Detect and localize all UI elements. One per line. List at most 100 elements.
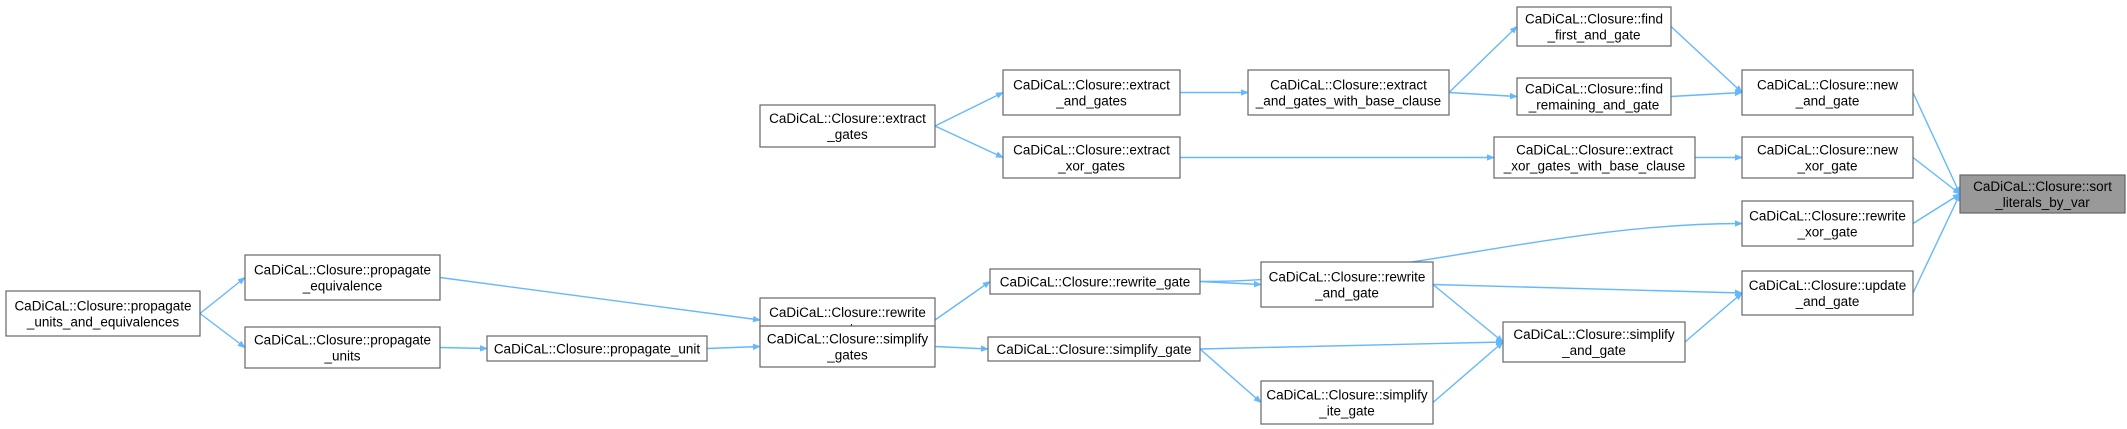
node-box: [1247, 69, 1450, 116]
node-cadical-closure-find-first-and-gate[interactable]: CaDiCaL::Closure::find_first_and_gate: [1516, 6, 1672, 47]
node-label: _gates: [826, 348, 868, 363]
node-cadical-closure-rewrite-and-gate[interactable]: CaDiCaL::Closure::rewrite_and_gate: [1260, 261, 1434, 308]
edge-n15-to-n0: [1912, 194, 1961, 294]
node-cadical-closure-simplify-gate[interactable]: CaDiCaL::Closure::simplify_gate: [987, 336, 1201, 362]
edge-n4-to-n1: [1448, 27, 1517, 94]
edge-n21-to-n15: [1684, 293, 1742, 343]
node-cadical-closure-rewrite-xor-gate[interactable]: CaDiCaL::Closure::rewrite_xor_gate: [1741, 200, 1914, 247]
node-layer: CaDiCaL::Closure::sort_literals_by_varCa…: [5, 6, 2126, 425]
node-label: CaDiCaL::Closure::extract: [769, 111, 926, 126]
node-label: CaDiCaL::Closure::simplify: [1266, 388, 1428, 403]
edge-n17-to-n18: [439, 348, 487, 349]
node-label: _and_gate: [1314, 286, 1379, 301]
node-label: _first_and_gate: [1546, 28, 1640, 43]
node-label: CaDiCaL::Closure::find: [1525, 82, 1663, 97]
edge-n4-to-n5: [1448, 91, 1517, 97]
node-box: [759, 104, 936, 148]
node-box: [987, 336, 1201, 362]
node-cadical-closure-propagate-units-and-equivalences[interactable]: CaDiCaL::Closure::propagate_units_and_eq…: [5, 290, 201, 337]
node-cadical-closure-simplify-ite-gate[interactable]: CaDiCaL::Closure::simplify_ite_gate: [1260, 380, 1434, 425]
edge-layer: [199, 25, 1961, 404]
node-cadical-closure-new-xor-gate[interactable]: CaDiCaL::Closure::new_xor_gate: [1741, 136, 1914, 179]
edge-n19-to-n20: [934, 347, 988, 350]
node-label: _xor_gate: [1796, 159, 1857, 174]
node-label: CaDiCaL::Closure::update: [1749, 278, 1907, 293]
node-label: CaDiCaL::Closure::simplify_gate: [996, 342, 1191, 357]
node-label: CaDiCaL::Closure::propagate_unit: [494, 342, 701, 357]
node-box: [5, 290, 201, 337]
node-cadical-closure-extract-xor-gates[interactable]: CaDiCaL::Closure::extract_xor_gates: [1002, 136, 1181, 179]
node-box: [244, 254, 441, 301]
node-box: [1959, 174, 2126, 214]
node-cadical-closure-propagate-equivalence[interactable]: CaDiCaL::Closure::propagate_equivalence: [244, 254, 441, 301]
node-cadical-closure-rewrite-gate[interactable]: CaDiCaL::Closure::rewrite_gate: [989, 268, 1201, 295]
node-box: [759, 325, 936, 368]
edge-n9-to-n0: [1912, 156, 1960, 195]
node-label: CaDiCaL::Closure::simplify: [767, 332, 929, 347]
edge-n12-to-n13: [934, 280, 990, 321]
node-label: CaDiCaL::Closure::new: [1757, 143, 1898, 158]
node-label: _equivalence: [302, 279, 383, 294]
node-cadical-closure-extract-and-gates-with-base-clause[interactable]: CaDiCaL::Closure::extract_and_gates_with…: [1247, 69, 1450, 116]
node-label: CaDiCaL::Closure::extract: [1013, 143, 1170, 158]
edge-n5-to-n2: [1670, 93, 1742, 98]
node-label: CaDiCaL::Closure::extract: [1516, 143, 1673, 158]
node-cadical-closure-simplify-gates[interactable]: CaDiCaL::Closure::simplify_gates: [759, 325, 936, 368]
edge-n16-to-n11: [199, 278, 245, 315]
node-label: _and_gate: [1561, 343, 1626, 358]
node-label: CaDiCaL::Closure::new: [1757, 78, 1898, 93]
node-label: CaDiCaL::Closure::extract: [1270, 78, 1427, 93]
node-box: [486, 335, 708, 362]
node-box: [1741, 69, 1914, 116]
node-box: [989, 268, 1201, 295]
node-label: _and_gate: [1795, 294, 1860, 309]
node-label: _xor_gates_with_base_clause: [1503, 159, 1686, 174]
node-box: [1002, 136, 1181, 179]
node-label: _remaining_and_gate: [1528, 98, 1660, 113]
node-box: [1260, 261, 1434, 308]
node-label: _units_and_equivalences: [26, 315, 180, 330]
node-label: CaDiCaL::Closure::rewrite: [769, 305, 926, 320]
node-label: _units: [323, 349, 360, 364]
node-cadical-closure-extract-gates[interactable]: CaDiCaL::Closure::extract_gates: [759, 104, 936, 148]
edge-n11-to-n12: [439, 276, 760, 321]
node-cadical-closure-simplify-and-gate[interactable]: CaDiCaL::Closure::simplify_and_gate: [1502, 321, 1686, 363]
node-box: [1741, 136, 1914, 179]
node-label: CaDiCaL::Closure::find: [1525, 12, 1663, 27]
edge-n2-to-n0: [1912, 92, 1961, 195]
node-cadical-closure-find-remaining-and-gate[interactable]: CaDiCaL::Closure::find_remaining_and_gat…: [1516, 77, 1672, 116]
node-cadical-closure-update-and-gate[interactable]: CaDiCaL::Closure::update_and_gate: [1741, 270, 1914, 316]
node-label: _ite_gate: [1318, 404, 1375, 419]
node-cadical-closure-new-and-gate[interactable]: CaDiCaL::Closure::new_and_gate: [1741, 69, 1914, 116]
node-cadical-closure-extract-xor-gates-with-base-clause[interactable]: CaDiCaL::Closure::extract_xor_gates_with…: [1493, 136, 1696, 179]
node-cadical-closure-extract-and-gates[interactable]: CaDiCaL::Closure::extract_and_gates: [1002, 69, 1181, 116]
edge-n22-to-n21: [1432, 342, 1503, 404]
edge-n16-to-n17: [199, 312, 245, 348]
edge-n1-to-n2: [1670, 25, 1742, 93]
edge-n6-to-n3: [934, 91, 1003, 127]
node-box: [1516, 77, 1672, 116]
node-cadical-closure-propagate-unit[interactable]: CaDiCaL::Closure::propagate_unit: [486, 335, 708, 362]
edge-n20-to-n22: [1199, 348, 1261, 403]
edge-n13-to-n14: [1199, 280, 1261, 285]
node-label: CaDiCaL::Closure::propagate: [14, 299, 191, 314]
node-label: _gates: [826, 127, 868, 142]
node-label: _and_gate: [1795, 94, 1860, 109]
node-box: [1502, 321, 1686, 363]
node-box: [1260, 380, 1434, 425]
node-box: [1493, 136, 1696, 179]
node-label: CaDiCaL::Closure::rewrite_gate: [1000, 275, 1191, 290]
node-cadical-closure-propagate-units[interactable]: CaDiCaL::Closure::propagate_units: [244, 326, 441, 369]
node-label: _xor_gate: [1796, 225, 1857, 240]
edge-n10-to-n0: [1912, 193, 1960, 225]
node-label: CaDiCaL::Closure::rewrite: [1269, 270, 1426, 285]
node-label: CaDiCaL::Closure::propagate: [254, 333, 431, 348]
node-label: CaDiCaL::Closure::rewrite: [1749, 209, 1906, 224]
node-cadical-closure-sort-literals-by-var[interactable]: CaDiCaL::Closure::sort_literals_by_var: [1959, 174, 2126, 214]
node-label: _and_gates_with_base_clause: [1255, 94, 1441, 109]
edge-n14-to-n15: [1432, 283, 1742, 294]
edge-n14-to-n21: [1432, 283, 1503, 343]
node-label: CaDiCaL::Closure::extract: [1013, 78, 1170, 93]
node-label: _xor_gates: [1057, 159, 1125, 174]
